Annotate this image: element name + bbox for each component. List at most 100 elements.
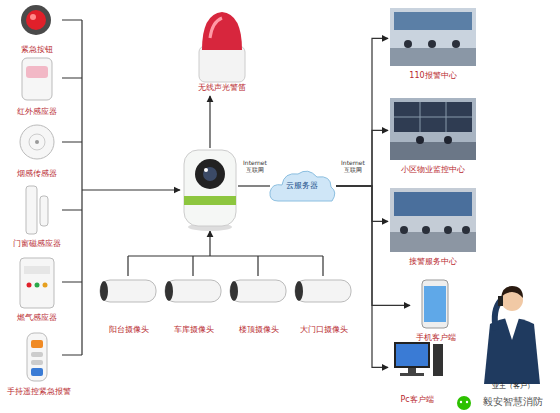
siren-base xyxy=(199,46,245,82)
device-caption: 烟感传感器 xyxy=(17,169,57,178)
sensor-body xyxy=(20,258,54,308)
device-caption: 110报警中心 xyxy=(409,71,456,80)
bullet-camera-icon xyxy=(100,280,351,302)
camera-to-siren-arrow xyxy=(209,96,210,148)
cloud-label: 云服务器 xyxy=(286,181,318,190)
cloud-outline xyxy=(270,171,335,201)
device-caption: 小区物业监控中心 xyxy=(401,165,465,174)
device-node: 红外感应器 xyxy=(2,56,72,116)
operator xyxy=(452,40,460,48)
device-caption: 楼顶摄像头 xyxy=(239,325,279,334)
camera-front xyxy=(295,281,303,301)
magnet-main xyxy=(26,186,37,234)
device-caption: 车库摄像头 xyxy=(174,325,214,334)
device-node: 小区物业监控中心 xyxy=(388,96,478,174)
watermark-icon xyxy=(457,396,471,410)
button-shine xyxy=(30,14,36,20)
control-room-photo xyxy=(390,98,476,160)
sensor-bus-wire xyxy=(62,20,82,355)
remote-button xyxy=(31,340,43,348)
device-node: 110报警中心 xyxy=(388,6,478,80)
sensor-window xyxy=(26,66,48,78)
photo-bg xyxy=(390,98,476,160)
device-node: 烟感传感器 xyxy=(2,122,72,178)
hub-camera-icon xyxy=(184,150,236,231)
siren-dome xyxy=(202,12,242,50)
button-ring xyxy=(21,5,51,35)
camera-body xyxy=(230,280,286,302)
device-node: 手持遥控紧急报警 xyxy=(2,330,76,396)
person-label: 业主（客户） xyxy=(482,383,544,391)
phone-screen xyxy=(424,286,446,322)
cameras-to-hub-arrow xyxy=(209,231,210,256)
sensor-body xyxy=(22,58,52,100)
desk xyxy=(390,232,476,252)
sensor-to-camera-arrow xyxy=(82,189,180,190)
siren-icon xyxy=(199,12,245,82)
wechat-bubble xyxy=(457,396,471,410)
device-node: 车库摄像头 xyxy=(163,270,225,334)
remote-logo xyxy=(31,368,43,376)
camera-front xyxy=(165,281,173,301)
camera-bus-wire xyxy=(128,256,323,276)
photo-bg xyxy=(390,8,476,66)
device-caption: 手持遥控紧急报警 xyxy=(7,387,71,396)
magnet-small xyxy=(40,196,48,226)
gas-sensor-icon xyxy=(20,258,54,308)
suit xyxy=(484,318,540,384)
hub-to-cloud-line xyxy=(238,185,270,186)
remote-button xyxy=(31,352,43,357)
network-label: Internet 互联网 xyxy=(338,160,368,173)
control-room-photo xyxy=(390,8,476,66)
device-caption: 门窗磁感应器 xyxy=(13,239,61,248)
smoke-sensor-icon xyxy=(20,125,54,159)
camera-front xyxy=(230,281,238,301)
operator xyxy=(416,136,424,144)
connector-arrow xyxy=(336,38,388,186)
siren-shine xyxy=(210,18,222,38)
hair xyxy=(501,286,523,298)
pc-tower xyxy=(433,344,443,376)
device-caption: 大门口摄像头 xyxy=(300,325,348,334)
screen-wall xyxy=(394,192,472,216)
operator xyxy=(444,136,452,144)
device-node: 门窗磁感应器 xyxy=(2,184,72,248)
device-caption: 燃气感应器 xyxy=(17,313,57,322)
sensor-body xyxy=(20,125,54,159)
camera-body xyxy=(295,280,351,302)
monitor-stand xyxy=(408,368,416,373)
screen-grid xyxy=(394,102,472,132)
device-node: Pc客户端 xyxy=(388,340,446,404)
camera-lens-inner xyxy=(203,167,217,181)
device-caption: 手机客户端 xyxy=(416,333,456,342)
device-node: 大门口摄像头 xyxy=(293,270,355,334)
device-node: 接警服务中心 xyxy=(388,186,478,266)
monitor-foot xyxy=(400,373,424,376)
desk xyxy=(390,142,476,160)
connector-arrow xyxy=(336,130,388,186)
operator xyxy=(422,226,430,234)
camera-body xyxy=(184,150,236,226)
device-node: 手机客户端 xyxy=(410,278,462,342)
handset xyxy=(498,296,503,306)
emergency-button-icon xyxy=(21,5,51,35)
remote-icon xyxy=(27,333,47,381)
sensor-ring xyxy=(29,134,45,150)
led-amber xyxy=(43,283,48,288)
owner-figure xyxy=(484,286,540,384)
lens-shine xyxy=(204,168,208,172)
connector-arrow xyxy=(336,186,410,305)
infrared-sensor-icon xyxy=(22,58,52,100)
wechat-eye xyxy=(466,401,468,403)
device-caption: 无线声光警笛 xyxy=(198,83,246,92)
phone-icon xyxy=(422,280,448,328)
cloud-server-node: 云服务器 xyxy=(268,168,336,204)
wechat-eye xyxy=(460,401,462,403)
camera-lens xyxy=(195,159,225,189)
camera-body xyxy=(100,280,156,302)
sensor-dot xyxy=(35,140,39,144)
phone-body xyxy=(422,280,448,328)
device-caption: 紧急按钮 xyxy=(21,45,53,54)
device-caption: 红外感应器 xyxy=(17,107,57,116)
